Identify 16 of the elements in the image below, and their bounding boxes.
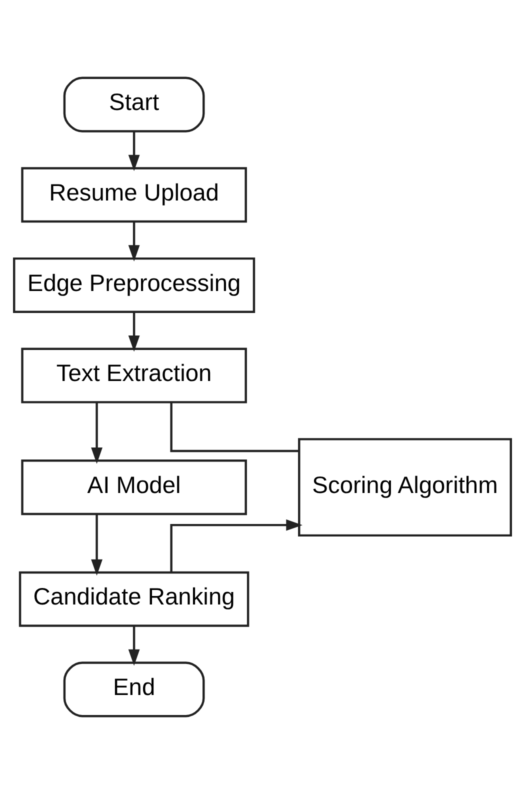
connector [170,402,300,452]
arrow [128,222,140,262]
arrow [170,519,302,572]
node-box: AI Model [21,460,247,516]
arrow [128,312,140,352]
node-box: End [63,662,205,718]
node-box: Start [63,76,205,132]
arrow [91,402,102,464]
arrow [91,514,102,576]
node-box: Scoring Algorithm [298,438,512,537]
node-box: Edge Preprocessing [13,257,256,313]
arrow [128,132,140,172]
node-box: Text Extraction [21,348,247,404]
node-box: Resume Upload [21,167,247,223]
node-box: Candidate Ranking [18,571,250,627]
arrow [128,626,140,666]
